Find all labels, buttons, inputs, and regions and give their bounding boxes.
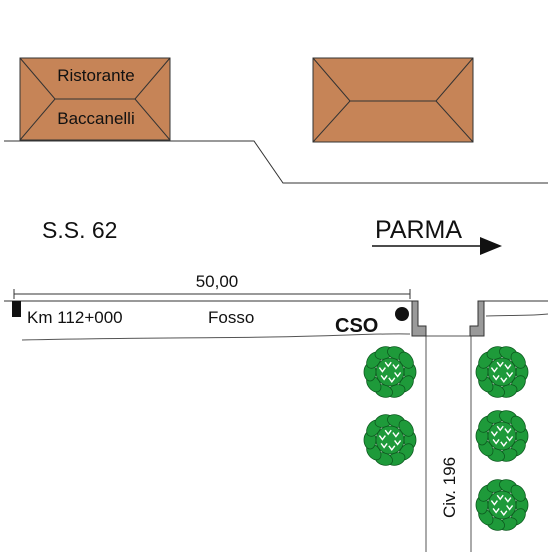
second-building	[312, 57, 474, 143]
distance-dimension-line	[13, 289, 411, 299]
cso-point-icon	[395, 307, 409, 321]
tree-icon	[475, 479, 529, 531]
direction-arrow-icon	[372, 237, 502, 255]
restaurant-building: Ristorante Baccanelli	[19, 57, 171, 141]
road-edge-north	[4, 140, 548, 184]
restaurant-label-line2: Baccanelli	[57, 109, 135, 128]
tree-icon	[363, 346, 417, 398]
km-marker-label: Km 112+000	[27, 308, 123, 327]
ditch-line	[21, 333, 411, 341]
side-road	[411, 300, 549, 552]
tree-icon	[475, 346, 529, 398]
ditch-label: Fosso	[208, 308, 254, 327]
restaurant-label-line1: Ristorante	[57, 66, 134, 85]
distance-label: 50,00	[196, 272, 239, 291]
marker-post-icon	[12, 301, 21, 317]
tree-icon	[363, 414, 417, 466]
cso-label: CSO	[335, 315, 378, 337]
side-road-label: Civ. 196	[440, 457, 459, 518]
road-name-label: S.S. 62	[42, 217, 117, 243]
tree-icon	[475, 410, 529, 462]
trees-group	[363, 346, 529, 531]
direction-label: PARMA	[375, 216, 462, 244]
